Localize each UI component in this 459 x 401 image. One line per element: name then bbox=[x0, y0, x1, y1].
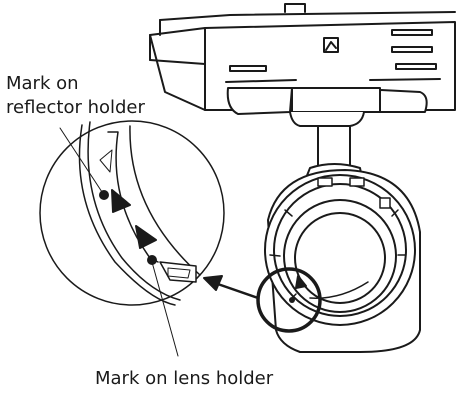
magnified-detail bbox=[39, 120, 225, 306]
lamp-reflector-mark bbox=[295, 275, 307, 289]
reflector-label-line2: reflector holder bbox=[6, 97, 145, 118]
lamp-lens-mark bbox=[289, 297, 295, 303]
lens-holder-label: Mark on lens holder bbox=[95, 368, 274, 389]
reflector-leader-line bbox=[59, 127, 103, 193]
pointer-arrow bbox=[203, 275, 260, 300]
reflector-mark-dot bbox=[99, 190, 109, 200]
reflector-holder-label: Mark on reflector holder bbox=[6, 72, 145, 120]
lens-mark-triangle bbox=[135, 225, 157, 249]
lens-leader-line bbox=[151, 261, 179, 357]
adapter-lower-body bbox=[226, 87, 428, 127]
reflector-mark-triangle bbox=[111, 189, 131, 213]
lamp-head bbox=[264, 169, 421, 353]
highlight-circle bbox=[256, 267, 322, 333]
reflector-label-line1: Mark on bbox=[6, 73, 79, 94]
lens-mark-dot bbox=[147, 255, 157, 265]
